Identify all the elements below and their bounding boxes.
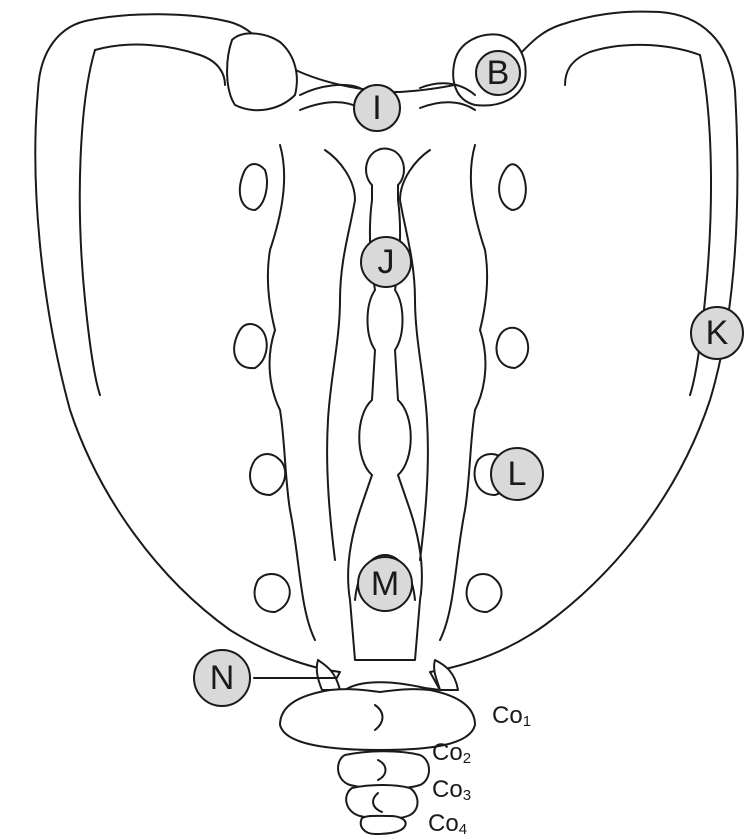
- marker-n: N: [194, 650, 250, 706]
- marker-j: J: [361, 237, 411, 287]
- marker-l-label: L: [508, 455, 527, 493]
- marker-m-label: M: [371, 565, 399, 603]
- marker-m: M: [358, 557, 412, 611]
- marker-l: L: [491, 448, 543, 500]
- coccyx-co3: [346, 785, 417, 819]
- marker-j-label: J: [378, 243, 395, 281]
- marker-k-label: K: [706, 314, 729, 352]
- right-foramen-2: [496, 328, 528, 368]
- left-foramen-1: [240, 164, 267, 210]
- marker-b-label: B: [487, 54, 510, 92]
- left-articular-process: [227, 33, 297, 110]
- left-foramen-3: [250, 454, 285, 495]
- marker-i: I: [354, 85, 400, 131]
- coccyx-label-co4: Co4: [428, 810, 467, 838]
- coccyx-label-co3: Co3: [432, 776, 471, 804]
- coccyx-label-co1: Co1: [492, 702, 531, 730]
- marker-k: K: [691, 307, 743, 359]
- coccyx-co4: [361, 816, 406, 834]
- left-foramen-4: [255, 574, 290, 612]
- marker-i-label: I: [372, 89, 381, 127]
- left-foramen-2: [234, 324, 267, 368]
- coccyx-label-co2: Co2: [432, 739, 471, 767]
- coccyx-co2: [338, 751, 429, 789]
- right-foramen-4: [467, 574, 502, 612]
- marker-n-label: N: [210, 659, 235, 697]
- right-foramen-1: [499, 164, 526, 210]
- marker-b: B: [476, 51, 520, 95]
